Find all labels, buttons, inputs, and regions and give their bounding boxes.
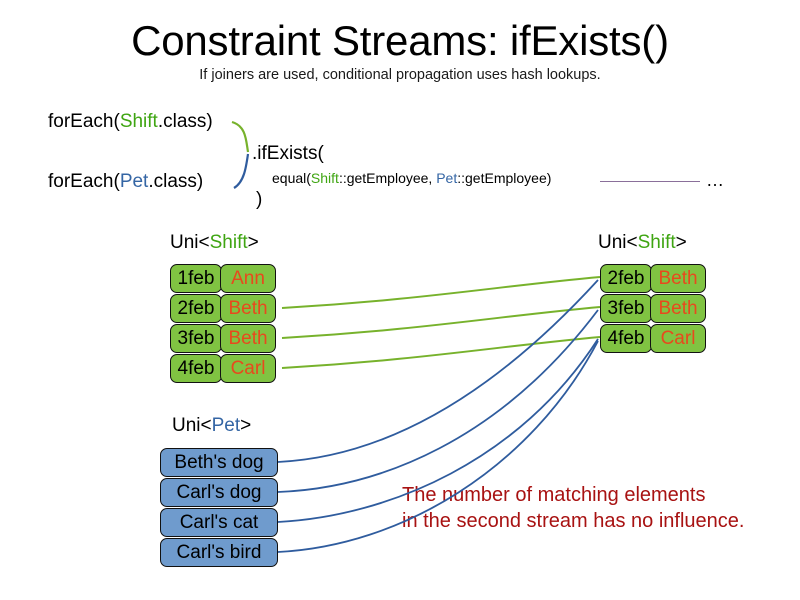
wire-shift-2feb <box>281 276 601 309</box>
shift-employee-cell: Beth <box>650 294 706 323</box>
code-equal-joiner: equal(Shift::getEmployee, Pet::getEmploy… <box>272 170 551 187</box>
pet-box: Carl's cat <box>160 508 278 537</box>
brace-shift-icon <box>231 120 250 153</box>
brace-pet-icon <box>233 153 250 189</box>
code-equal-type-pet: Pet <box>436 170 458 186</box>
shift-date-cell: 3feb <box>600 294 652 323</box>
shift-employee-cell: Beth <box>220 324 276 353</box>
label-right-suffix: > <box>675 232 687 253</box>
label-pet-suffix: > <box>240 415 252 436</box>
code-foreach-pet-suffix: .class) <box>148 171 204 192</box>
shift-employee-cell: Ann <box>220 264 276 293</box>
shift-employee-cell: Beth <box>650 264 706 293</box>
label-right-prefix: Uni< <box>598 232 638 253</box>
code-foreach-shift-prefix: forEach( <box>48 111 120 132</box>
code-foreach-pet-type: Pet <box>119 171 149 192</box>
table-row: 1feb Ann <box>170 264 276 293</box>
code-close-paren: ) <box>256 189 263 210</box>
label-uni-shift-left: Uni<Shift> <box>170 232 259 254</box>
code-equal-type-shift: Shift <box>310 170 339 186</box>
code-ifexists: .ifExists( <box>252 143 324 164</box>
label-left-type: Shift <box>209 232 248 253</box>
table-row: 2feb Beth <box>600 264 706 293</box>
label-left-prefix: Uni< <box>170 232 210 253</box>
code-equal-suffix: ::getEmployee) <box>457 170 552 186</box>
label-uni-shift-right: Uni<Shift> <box>598 232 687 254</box>
label-pet-type: Pet <box>211 415 241 436</box>
shift-date-cell: 3feb <box>170 324 222 353</box>
shift-date-cell: 4feb <box>170 354 222 383</box>
table-row: 2feb Beth <box>170 294 276 323</box>
code-equal-mid: ::getEmployee, <box>338 170 437 186</box>
annotation-text: The number of matching elements in the se… <box>402 482 744 534</box>
annotation-line-1: The number of matching elements <box>402 484 706 506</box>
shift-date-cell: 2feb <box>600 264 652 293</box>
shift-employee-cell: Carl <box>650 324 706 353</box>
table-row: 4feb Carl <box>600 324 706 353</box>
label-left-suffix: > <box>247 232 259 253</box>
code-foreach-pet: forEach(Pet.class) <box>48 170 203 193</box>
shift-employee-cell: Carl <box>220 354 276 383</box>
shift-employee-cell: Beth <box>220 294 276 323</box>
shift-date-cell: 1feb <box>170 264 222 293</box>
pet-box: Carl's bird <box>160 538 278 567</box>
table-row: 3feb Beth <box>170 324 276 353</box>
label-right-type: Shift <box>637 232 676 253</box>
wire-shift-4feb <box>281 336 601 369</box>
pet-box: Carl's dog <box>160 478 278 507</box>
wire-pet-beths-dog <box>277 279 599 463</box>
table-row: 3feb Beth <box>600 294 706 323</box>
wire-pet-carls-dog <box>277 309 599 493</box>
shift-date-cell: 4feb <box>600 324 652 353</box>
equal-ellipsis: … <box>706 170 724 190</box>
wire-shift-3feb <box>281 306 601 339</box>
label-uni-pet: Uni<Pet> <box>172 415 251 437</box>
page-title: Constraint Streams: ifExists() <box>131 17 669 64</box>
code-foreach-shift-suffix: .class) <box>157 111 213 132</box>
code-foreach-shift-type: Shift <box>119 111 158 132</box>
label-pet-prefix: Uni< <box>172 415 212 436</box>
code-equal-prefix: equal( <box>272 170 311 186</box>
pet-box: Beth's dog <box>160 448 278 477</box>
annotation-line-2: in the second stream has no influence. <box>402 510 745 532</box>
code-foreach-pet-prefix: forEach( <box>48 171 120 192</box>
equal-tail-line <box>600 181 700 182</box>
table-row: 4feb Carl <box>170 354 276 383</box>
page-subtitle: If joiners are used, conditional propaga… <box>199 67 601 83</box>
code-foreach-shift: forEach(Shift.class) <box>48 110 213 133</box>
shift-date-cell: 2feb <box>170 294 222 323</box>
